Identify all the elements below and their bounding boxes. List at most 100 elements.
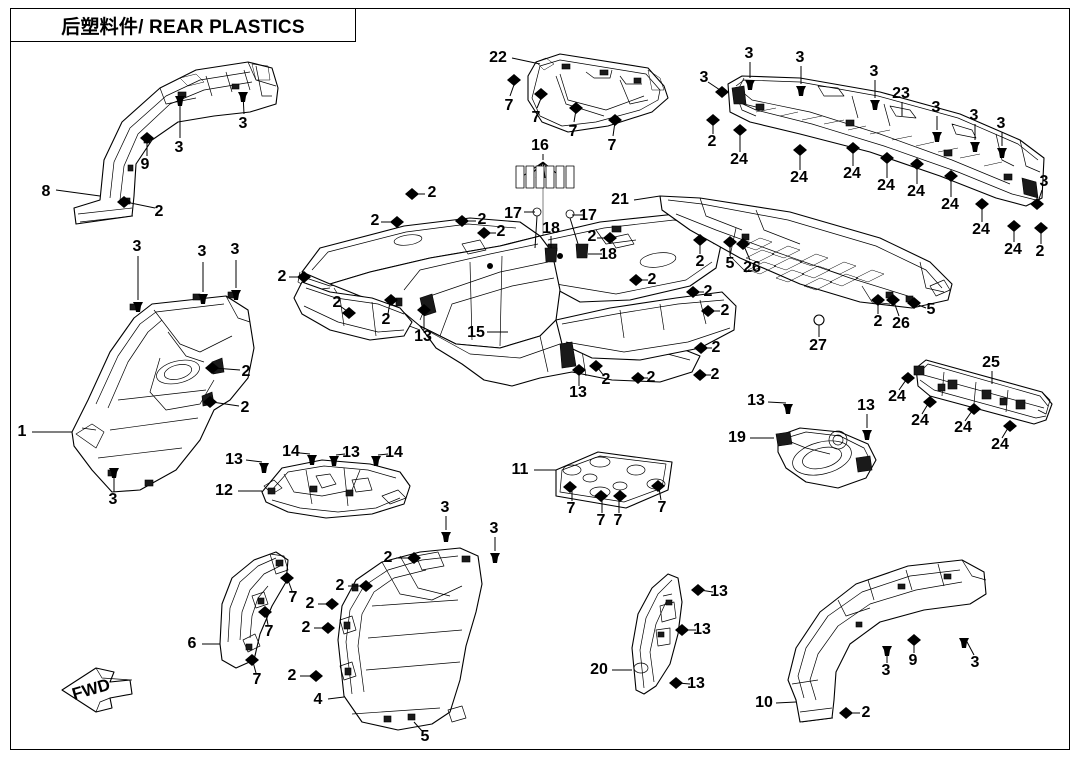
callout-label: 3 [198,243,207,260]
callout-label: 22 [489,49,507,66]
callout-label: 24 [1004,241,1022,258]
callout-24: 24 [877,160,895,194]
callout-2: 2 [384,549,412,566]
callout-label: 2 [336,577,345,594]
callout-6: 6 [188,635,220,652]
callout-label: 2 [302,619,311,636]
callout-3: 3 [239,93,248,132]
callout-label: 3 [441,499,450,516]
title-box: 后塑料件/ REAR PLASTICS [10,8,356,42]
clip-fastener-icon [569,102,583,114]
part-23-rear-bumper [727,75,1045,207]
screw-fastener-icon [796,86,806,96]
callout-2: 2 [708,122,717,150]
callout-label: 2 [704,283,713,300]
callout-22: 22 [489,49,541,66]
clip-fastener-icon [359,580,373,592]
callout-7: 7 [658,487,667,516]
callout-label: 3 [490,520,499,537]
callout-1: 1 [18,423,72,440]
callout-label: 3 [870,63,879,80]
callout-label: 9 [141,156,150,173]
callout-label: 13 [225,451,243,468]
clip-fastener-icon [563,481,577,493]
screw-fastener-icon [133,302,143,312]
callout-label: 2 [647,369,656,386]
diagram-frame [10,8,1070,750]
callout-17: 17 [504,205,535,222]
callout-18: 18 [542,220,560,248]
callout-label: 3 [700,69,709,86]
callout-label: 2 [721,302,730,319]
callout-18: 18 [588,246,617,263]
callout-label: 7 [567,500,576,517]
callout-label: 7 [614,512,623,529]
callout-24: 24 [972,206,990,238]
callout-14: 14 [282,443,311,460]
part-4-lower-panel [337,547,483,731]
callout-7: 7 [287,579,298,606]
clip-fastener-icon [694,342,708,354]
callout-7: 7 [597,498,606,529]
callout-13: 13 [414,312,432,345]
callout-2: 2 [703,339,721,356]
callout-label: 2 [242,363,251,380]
callout-24: 24 [941,178,959,213]
clip-fastener-icon [1007,220,1021,232]
callout-19: 19 [728,429,774,446]
callout-label: 12 [215,482,233,499]
callout-7: 7 [608,121,617,154]
clip-fastener-icon [901,372,915,384]
part-15-cargo-bed [293,207,737,387]
callout-24: 24 [911,403,929,429]
callout-label: 2 [278,268,287,285]
clip-fastener-icon [910,158,924,170]
callout-label: 2 [428,184,437,201]
screw-fastener-icon [259,463,269,473]
clip-fastener-icon [1030,198,1044,210]
callout-label: 6 [188,635,197,652]
fastener-layer [109,74,1048,719]
callout-14: 14 [377,444,403,461]
callout-label: 24 [907,183,925,200]
callout-label: 18 [542,220,560,237]
part-19-bracket [775,427,877,489]
callout-label: 2 [306,595,315,612]
callout-3: 3 [441,499,450,530]
callout-label: 3 [175,139,184,156]
callout-7: 7 [569,109,578,140]
callout-24: 24 [888,379,907,405]
callout-label: 10 [755,694,773,711]
clip-fastener-icon [477,227,491,239]
clip-fastener-icon [629,274,643,286]
callout-9: 9 [909,642,918,669]
callout-label: 2 [155,203,164,220]
clip-fastener-icon [245,654,259,666]
callout-2: 2 [638,271,657,288]
callout-label: 17 [504,205,522,222]
screw-fastener-icon [198,294,208,304]
callout-label: 24 [911,412,929,429]
callout-label: 3 [932,99,941,116]
callout-label: 3 [239,115,248,132]
clip-fastener-icon [384,294,398,306]
callout-label: 2 [382,311,391,328]
clip-fastener-icon [534,88,548,100]
callout-label: 13 [687,675,705,692]
callout-2: 2 [640,369,656,386]
screw-fastener-icon [441,532,451,542]
screw-fastener-icon [371,456,381,466]
callout-3: 3 [970,107,979,140]
callout-label: 2 [648,271,657,288]
clip-fastener-icon [117,196,131,208]
clip-fastener-icon [669,677,683,689]
callout-label: 13 [569,384,587,401]
callout-23: 23 [892,85,910,116]
callout-3: 3 [490,520,499,551]
callout-12: 12 [215,482,262,499]
clip-fastener-icon [455,215,469,227]
callout-label: 26 [743,259,761,276]
clip-fastener-icon [325,598,339,610]
